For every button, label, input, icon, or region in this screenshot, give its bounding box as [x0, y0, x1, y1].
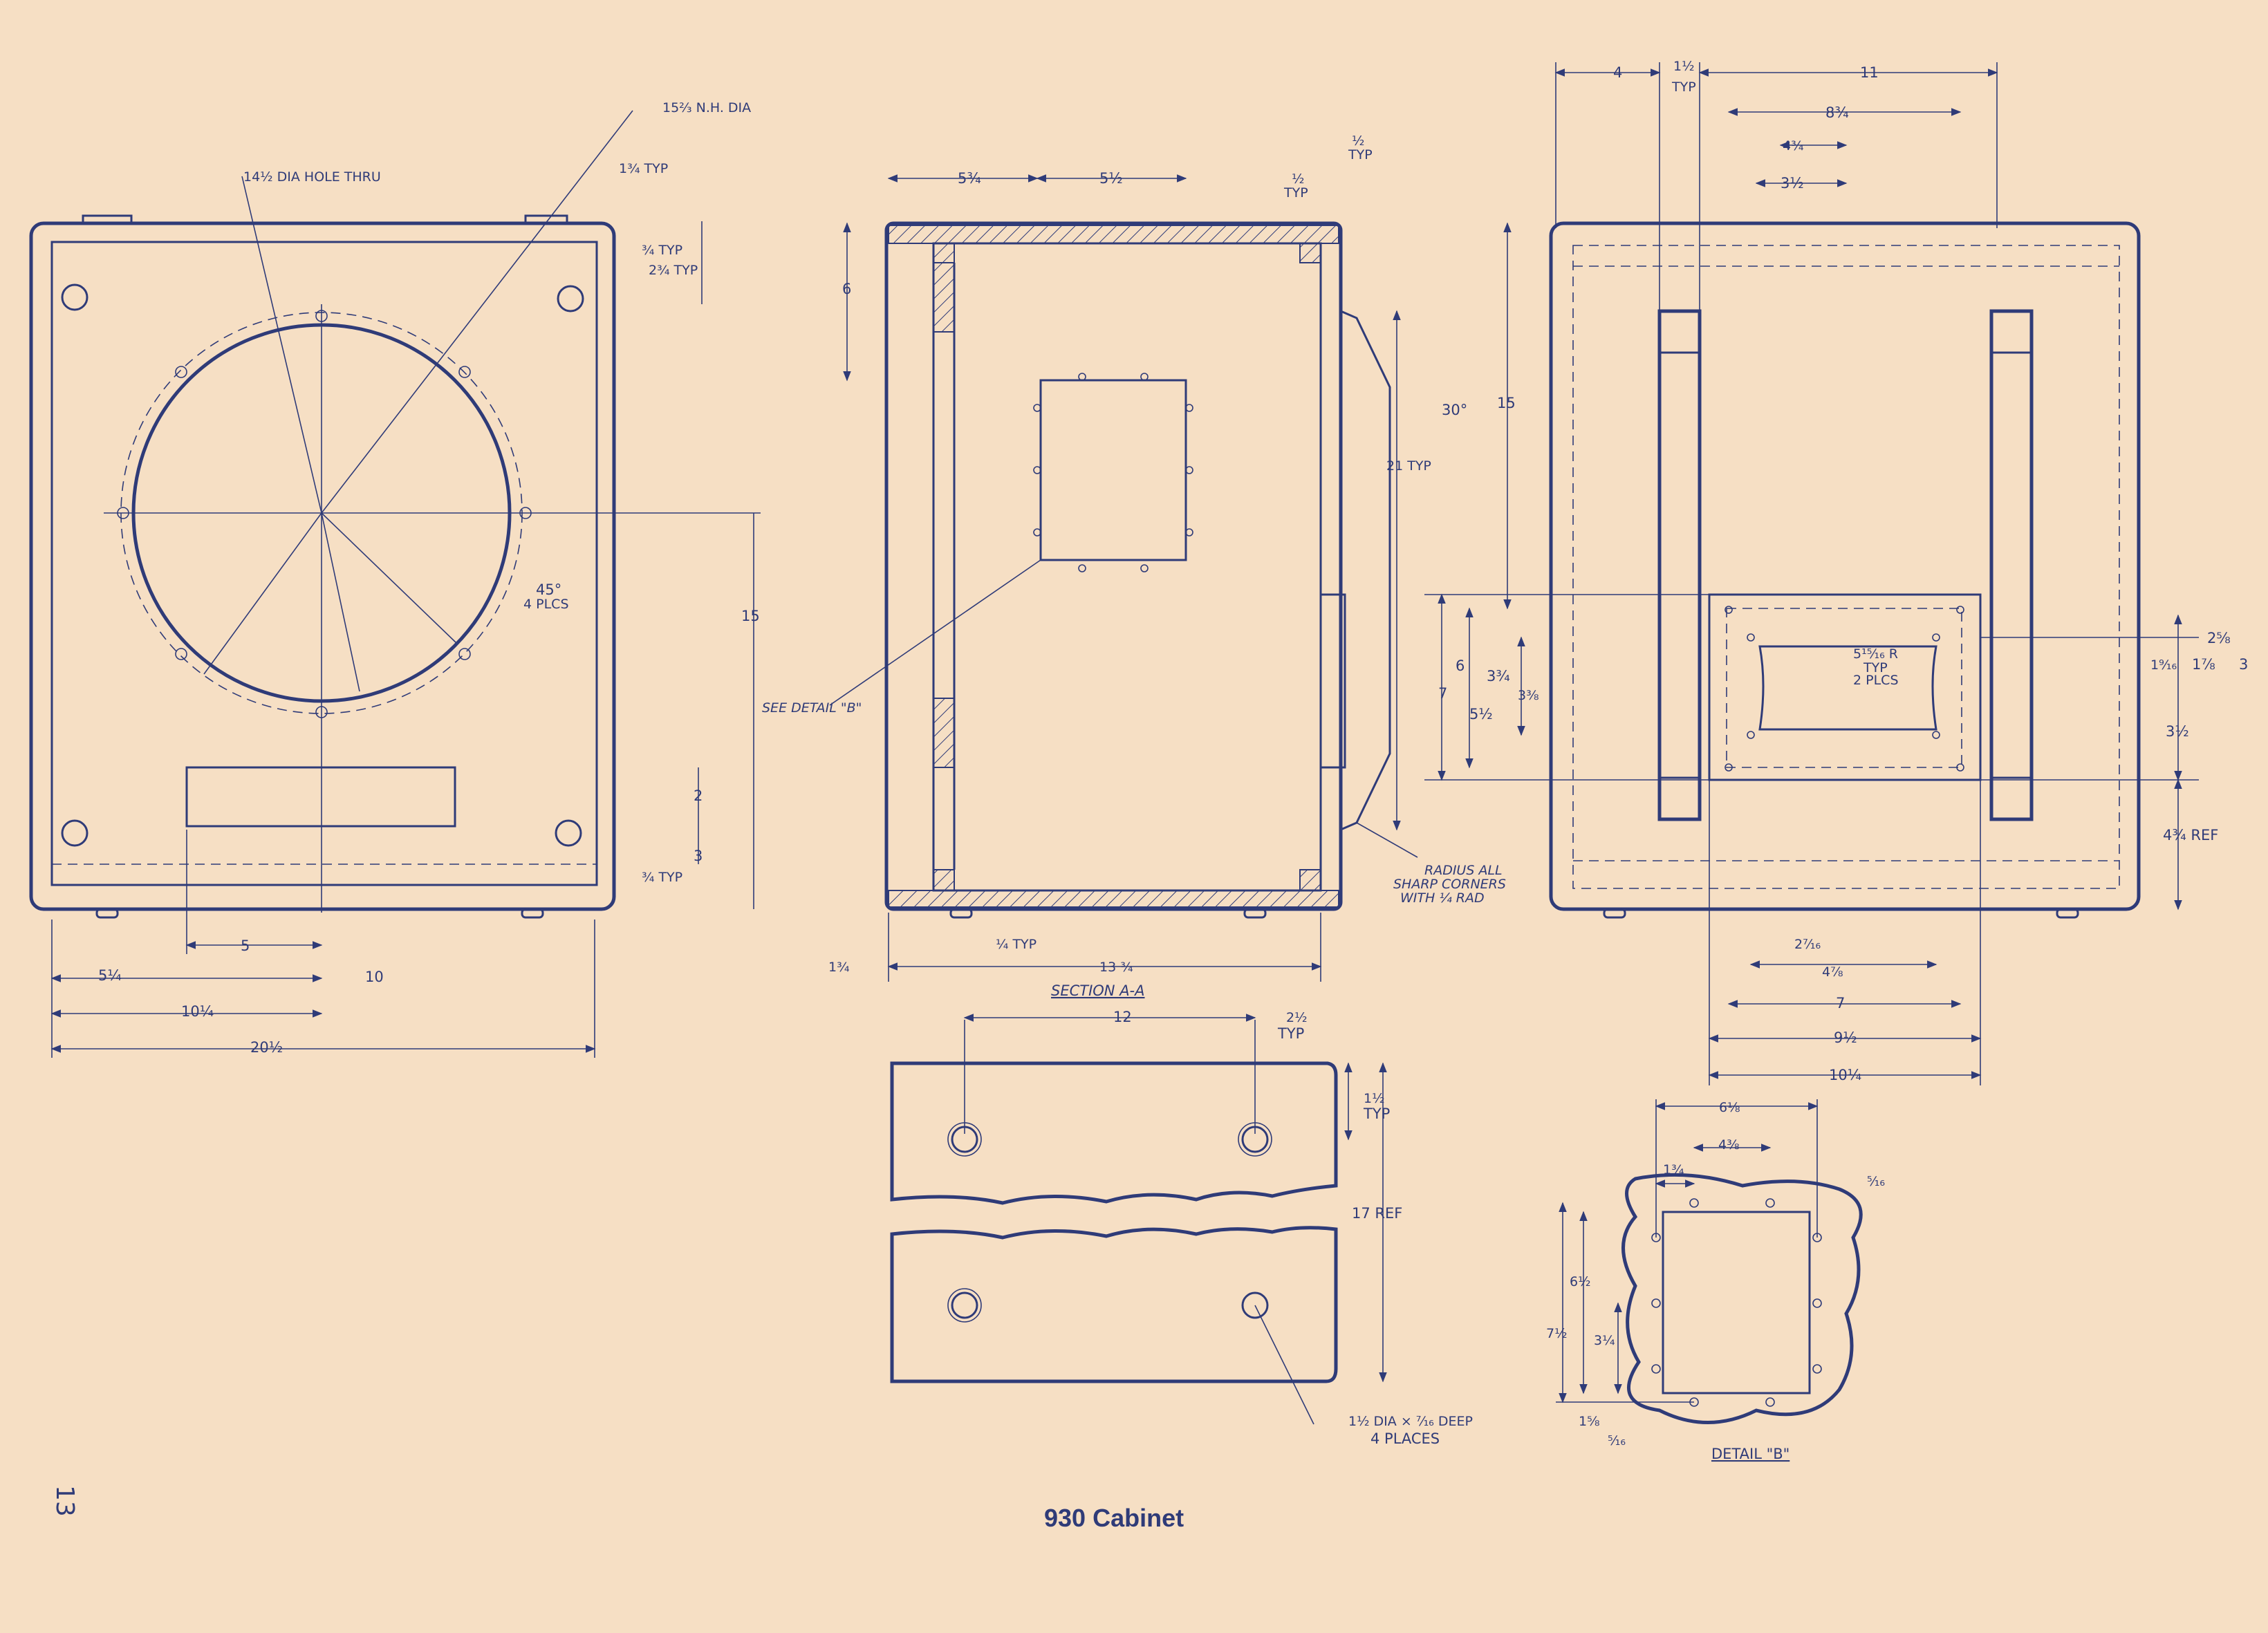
detail-dim-1-three-quarter: 1¾ [1663, 1162, 1684, 1177]
front-view: 15⅔ N.H. DIA 14½ DIA HOLE THRU 1¾ TYP ¾ … [29, 100, 761, 1058]
section-dim-1-three-quarter: 1¾ [828, 960, 850, 975]
section-dim-5-three-quarter: 5¾ [958, 170, 981, 187]
rear-dim-4-seven-eighths: 4⅞ [1822, 964, 1843, 980]
cleat-hole-typ: TYP [1363, 1105, 1390, 1122]
rear-dim-1-seven-eighths: 1⅞ [2192, 656, 2215, 673]
section-dim-5-half: 5½ [1099, 170, 1123, 187]
detail-dim-6-half: 6½ [1570, 1274, 1591, 1289]
section-height-label: 21 TYP [1386, 458, 1431, 474]
detail-dim-4-three-eighths: 4⅜ [1718, 1137, 1740, 1153]
rear-dim-6: 6 [1456, 657, 1465, 674]
section-top-typ: TYP [1348, 147, 1373, 162]
detail-b: 6⅛ 4⅜ 1¾ ⁵⁄₁₆ 6½ 7½ 3¼ 1⅝ ⁵⁄₁₆ DETAIL "B… [1546, 1099, 1885, 1462]
rear-ref-label: 4¾ REF [2163, 827, 2218, 843]
section-radius-note-1: RADIUS ALL [1424, 863, 1503, 878]
cleat-length-ref: 17 REF [1352, 1205, 1402, 1222]
cleat-hole-places: 4 PLACES [1370, 1430, 1440, 1447]
page-number: 13 [50, 1485, 79, 1517]
terminal-plate [1708, 593, 1982, 781]
rear-dim-11: 11 [1860, 64, 1879, 81]
cleat-hole-offset: 1½ [1364, 1091, 1385, 1106]
rear-radius-places: 2 PLCS [1853, 673, 1899, 688]
detail-dim-1-five-eighths: 1⅝ [1579, 1414, 1600, 1429]
cleat-edge-typ: TYP [1277, 1025, 1304, 1042]
front-angle-label: 45° [536, 581, 561, 598]
section-dim-6: 6 [842, 281, 851, 297]
front-dim-3: 3 [694, 848, 703, 864]
cleat-hole-callout: 1½ DIA × ⁷⁄₁₆ DEEP [1348, 1414, 1473, 1429]
section-title: SECTION A-A [1051, 982, 1145, 999]
front-dim-10: 10 [365, 969, 384, 985]
right-handle [1989, 309, 2034, 821]
cleat-dim-12: 12 [1113, 1009, 1132, 1025]
front-inset-callout: ¾ TYP [642, 243, 682, 258]
rear-radius-typ: TYP [1863, 660, 1888, 675]
rear-handle-width: 1½ [1673, 59, 1695, 74]
front-hole-callout: 14½ DIA HOLE THRU [243, 169, 381, 185]
rear-dim-7: 7 [1438, 685, 1447, 702]
terminal-cutout [1039, 379, 1187, 561]
front-dim-5: 5 [241, 937, 250, 954]
rear-dim-5-half: 5½ [1469, 706, 1493, 722]
rear-dim-3-half: 3½ [1781, 175, 1804, 192]
rear-radius-callout: 5¹⁵⁄₁₆ R [1853, 646, 1898, 662]
section-angle-label: 30° [1442, 402, 1467, 418]
rear-dim-9-half: 9½ [1834, 1029, 1857, 1046]
section-radius-note-2: SHARP CORNERS [1393, 877, 1506, 892]
section-view: ½ TYP ½ TYP 30° 21 TYP SEE DETAIL "B" RA… [762, 133, 1506, 999]
rear-dim-3: 3 [2239, 656, 2248, 673]
rear-dim-4-three-quarter: 4¾ [1783, 138, 1804, 153]
rear-dim-2-five-eighths: 2⅝ [2207, 630, 2231, 646]
front-dim-2: 2 [694, 787, 703, 804]
rear-dim-7-bottom: 7 [1836, 995, 1845, 1011]
cleat-view: 12 2½ TYP 1½ TYP 17 REF 1½ DIA × ⁷⁄₁₆ DE… [890, 1009, 1473, 1447]
front-edge-callout: 1¾ TYP [619, 161, 668, 176]
rear-dim-3-half: 3½ [2166, 723, 2189, 740]
front-angle-count: 4 PLCS [523, 597, 569, 612]
rear-handle-typ: TYP [1671, 80, 1696, 95]
rear-dim-2-seven-sixteenths: 2⁷⁄₁₆ [1794, 937, 1821, 952]
rear-dim-10-quarter: 10¼ [1829, 1067, 1861, 1083]
detail-dim-five-sixteenths-top: ⁵⁄₁₆ [1867, 1174, 1885, 1189]
section-side-half: ½ [1292, 171, 1304, 187]
detail-dim-3-quarter: 3¼ [1594, 1333, 1615, 1348]
front-hole-offset-callout: 2¾ TYP [649, 263, 698, 278]
section-detail-reference: SEE DETAIL "B" [762, 700, 862, 716]
front-dim-5-quarter: 5¼ [98, 967, 122, 984]
front-bottom-inset-callout: ¾ TYP [642, 870, 682, 885]
front-dia-callout: 15⅔ N.H. DIA [662, 100, 751, 115]
front-dim-10-quarter: 10¼ [181, 1003, 214, 1020]
section-side-typ: TYP [1283, 185, 1308, 200]
detail-b-title: DETAIL "B" [1711, 1446, 1790, 1462]
cleat-edge-callout: 2½ [1286, 1010, 1308, 1025]
drawing-caption: 930 Cabinet [1044, 1504, 1184, 1532]
section-top-half: ½ [1352, 133, 1364, 149]
detail-dim-6-eighth: 6⅛ [1719, 1100, 1740, 1115]
rear-dim-4: 4 [1613, 64, 1622, 81]
detail-dim-five-sixteenths-bottom: ⁵⁄₁₆ [1608, 1433, 1626, 1448]
nameplate-recess [185, 766, 456, 828]
rear-dim-15: 15 [1497, 395, 1516, 411]
detail-dim-7-half: 7½ [1546, 1326, 1568, 1341]
rear-view: 4 1½ TYP 11 8¾ 4¾ 3½ 15 6 7 3¾ 3⅜ 5½ 5¹⁵… [1424, 59, 2248, 1085]
section-radius-note-3: WITH ¼ RAD [1400, 890, 1485, 906]
rear-dim-8-three-quarter: 8¾ [1825, 104, 1849, 121]
front-dim-20-half: 20½ [250, 1039, 283, 1056]
left-handle [1657, 309, 1702, 821]
rear-dim-3-three-quarter: 3¾ [1487, 668, 1510, 684]
detail-b-cutout [1662, 1211, 1811, 1394]
front-dim-15: 15 [741, 608, 760, 624]
section-dim-13-three-quarter: 13 ¾ [1099, 960, 1133, 975]
rear-dim-3-three-eighths: 3⅜ [1518, 688, 1539, 703]
rear-dim-1-nine-sixteenths: 1⁹⁄₁₆ [2150, 657, 2177, 673]
section-panel-typ: ¼ TYP [996, 937, 1037, 952]
